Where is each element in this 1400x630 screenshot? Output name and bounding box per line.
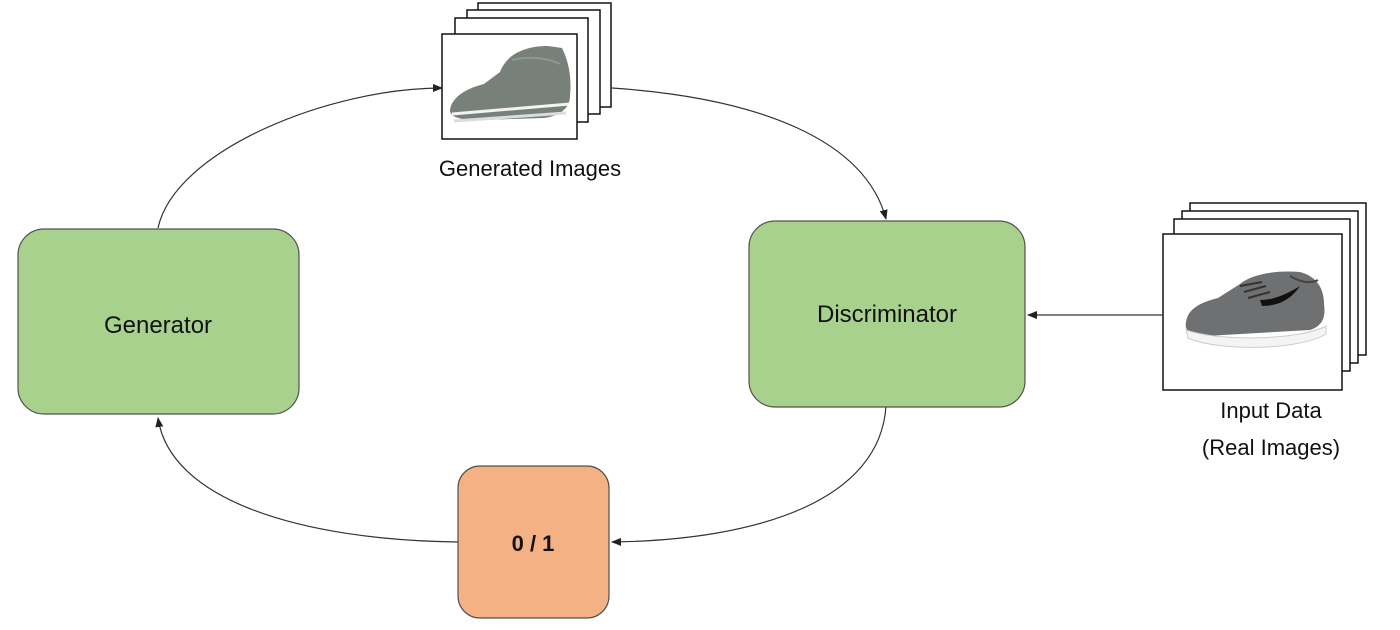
discriminator-box-shape <box>748 220 1026 408</box>
output-box: 0 / 1 <box>457 465 610 619</box>
input-data-stack <box>1162 202 1367 391</box>
generator-label: Generator <box>104 312 212 339</box>
output-label: 0 / 1 <box>512 531 555 556</box>
input-data-caption-line1: Input Data <box>1220 398 1322 423</box>
input-data-caption-line2: (Real Images) <box>1202 435 1340 460</box>
arrow-output-to-generator <box>155 417 459 543</box>
running-shoe-icon <box>1185 271 1327 348</box>
discriminator-label: Discriminator <box>817 301 957 328</box>
generator-box-shape <box>17 228 300 415</box>
high-top-sneaker-icon <box>450 46 571 123</box>
arrow-discriminator-to-output <box>611 405 887 546</box>
generated-images-stack <box>441 2 612 140</box>
discriminator-box: Discriminator <box>748 220 1026 408</box>
generated-images-caption: Generated Images <box>439 156 621 181</box>
arrow-generator-to-generated-images <box>157 84 443 229</box>
arrow-generated-images-to-discriminator <box>611 87 888 220</box>
output-box-shape <box>457 465 610 619</box>
generator-box: Generator <box>17 228 300 415</box>
